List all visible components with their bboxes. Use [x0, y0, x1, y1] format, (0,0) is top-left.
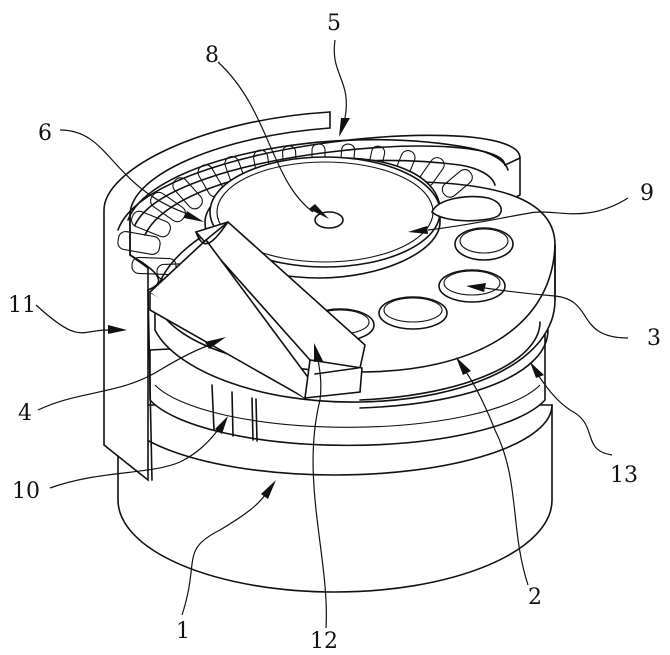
callout-labels: 1 2 3 4 5 6 8 9 10 11 12 13 [8, 11, 661, 654]
chute [149, 221, 366, 400]
callout-6: 6 [38, 121, 52, 146]
base-cylinder [117, 404, 553, 593]
callout-9: 9 [640, 181, 654, 206]
callout-3: 3 [647, 326, 661, 351]
callout-5: 5 [327, 11, 341, 36]
callout-13: 13 [610, 463, 638, 488]
callout-8: 8 [205, 43, 219, 68]
callout-1: 1 [176, 619, 190, 644]
leaders [35, 39, 629, 629]
callout-11: 11 [8, 293, 36, 318]
callout-4: 4 [18, 401, 32, 426]
callout-10: 10 [12, 479, 40, 504]
side-wall [103, 111, 331, 482]
center-hole [314, 211, 344, 229]
callout-12: 12 [310, 629, 338, 654]
callout-2: 2 [528, 585, 542, 610]
